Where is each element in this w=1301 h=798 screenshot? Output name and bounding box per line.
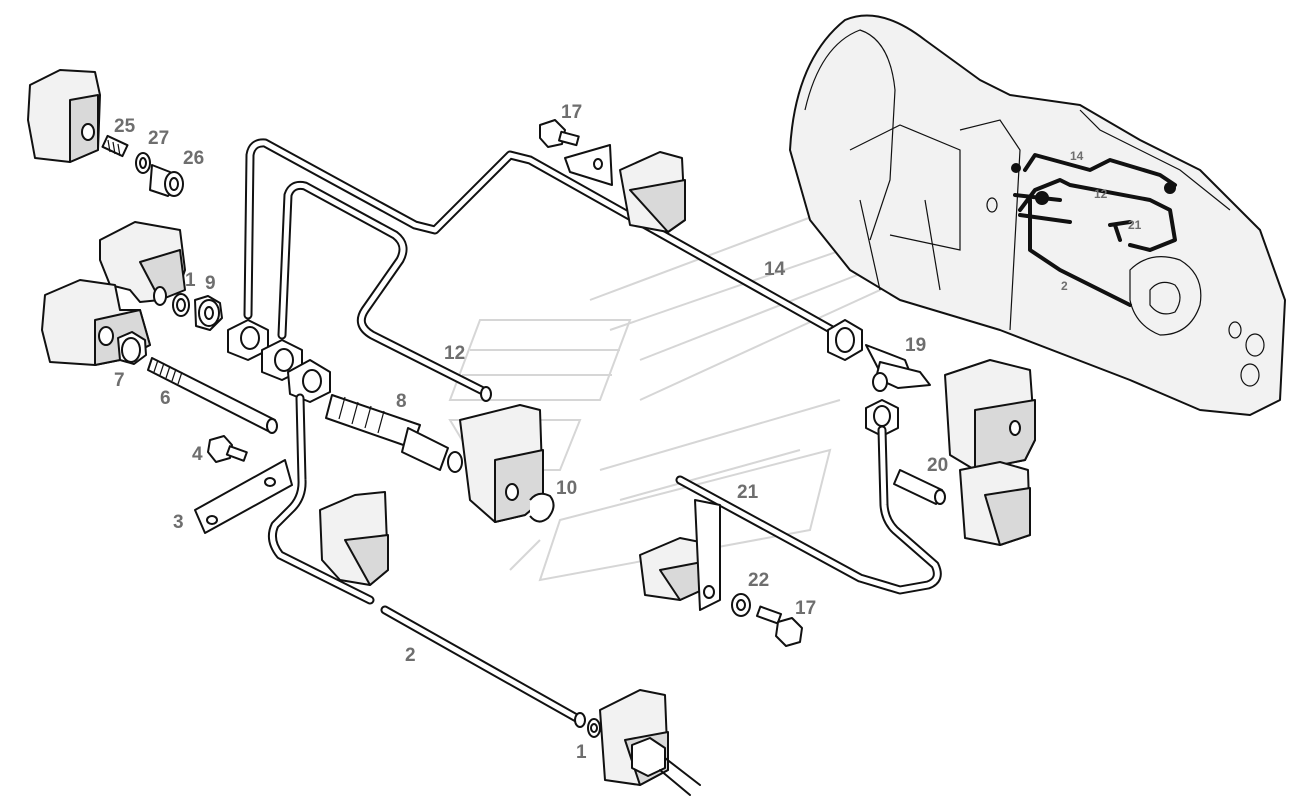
pipe-2 <box>267 393 586 728</box>
nut-7 <box>117 331 147 365</box>
plug-26 <box>149 164 184 197</box>
dowel-20 <box>893 469 946 505</box>
callout-25: 25 <box>114 116 136 137</box>
callout-1-upper: 1 <box>185 270 196 291</box>
nut-lower-right <box>865 399 899 437</box>
washer-22 <box>731 593 751 617</box>
plug-screw-25 <box>101 134 129 158</box>
pipe-21 <box>675 425 942 595</box>
tee-fitting-19 <box>865 344 931 392</box>
housing-block-lower-right <box>639 537 703 601</box>
callout-7: 7 <box>114 370 125 391</box>
bolt-17-top <box>539 119 580 148</box>
callout-4: 4 <box>192 444 203 465</box>
housing-block-far-right <box>944 359 1036 546</box>
inset-callout-labels: 14 12 21 2 <box>1061 149 1142 293</box>
inset-callout-2: 2 <box>1061 279 1068 293</box>
housing-block-lower-middle <box>319 491 389 586</box>
callout-21: 21 <box>737 482 759 503</box>
callout-17-lower: 17 <box>795 598 816 619</box>
washer-1-upper <box>172 293 190 317</box>
callout-1-lower: 1 <box>576 742 587 763</box>
nut-9 <box>194 295 223 331</box>
washer-1-lower <box>587 718 601 738</box>
housing-block-right-top <box>619 151 686 233</box>
bracket-3 <box>194 459 293 534</box>
callout-10: 10 <box>556 478 577 499</box>
stud-6 <box>147 357 278 434</box>
housing-block-left <box>41 221 186 366</box>
washer-27 <box>135 152 151 174</box>
pipe-12 <box>277 180 492 402</box>
callout-3: 3 <box>173 512 184 533</box>
circlip-10 <box>529 492 555 523</box>
callout-12: 12 <box>444 343 465 364</box>
callout-22: 22 <box>748 570 769 591</box>
transmission-inset <box>789 14 1286 416</box>
callout-2: 2 <box>405 645 416 666</box>
housing-block-top-left <box>27 69 101 163</box>
inset-callout-14: 14 <box>1070 149 1084 163</box>
inset-callout-21: 21 <box>1128 218 1142 232</box>
callout-8: 8 <box>396 391 407 412</box>
inset-callout-12: 12 <box>1094 187 1108 201</box>
callout-20: 20 <box>927 455 948 476</box>
nut-pipe-end <box>827 319 863 361</box>
callout-9: 9 <box>205 273 216 294</box>
callout-17-upper: 17 <box>561 102 582 123</box>
callout-19: 19 <box>905 335 926 356</box>
bracket-22 <box>694 499 721 611</box>
fitting-8 <box>325 394 463 473</box>
callout-labels: 25 27 26 1 9 7 6 4 3 2 1 8 10 12 14 17 1… <box>114 102 948 763</box>
bolt-4 <box>207 435 248 463</box>
bolt-17-bottom <box>755 605 803 647</box>
callout-27: 27 <box>148 128 169 149</box>
banjo-fittings <box>227 319 331 403</box>
callout-6: 6 <box>160 388 171 409</box>
fitting-bottom <box>631 737 701 796</box>
callout-14: 14 <box>764 259 786 280</box>
pipe-14 <box>243 138 855 345</box>
bracket-top <box>564 144 613 186</box>
callout-26: 26 <box>183 148 204 169</box>
